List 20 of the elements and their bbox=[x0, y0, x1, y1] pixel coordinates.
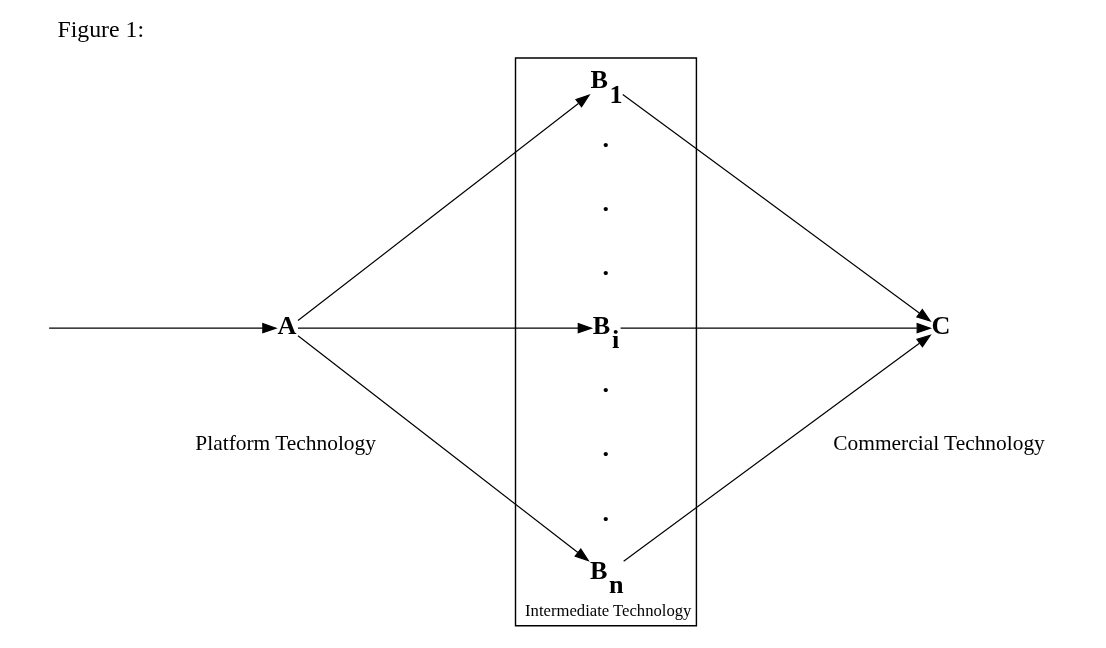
label: Commercial Technology bbox=[833, 431, 1045, 456]
arrow bbox=[623, 334, 932, 562]
label: . bbox=[602, 433, 609, 463]
cluster bbox=[514, 57, 698, 627]
arrow bbox=[297, 94, 591, 322]
arrow bbox=[622, 93, 932, 323]
arrow bbox=[48, 322, 278, 334]
diagram-title: Figure 1: bbox=[57, 15, 145, 42]
label: . bbox=[602, 123, 609, 153]
label: Platform Technology bbox=[195, 431, 376, 456]
arrow bbox=[297, 335, 590, 562]
label: . bbox=[602, 252, 609, 282]
label: . bbox=[602, 497, 609, 527]
label: . bbox=[602, 188, 609, 218]
label: . bbox=[602, 368, 609, 398]
node-text: C bbox=[931, 310, 951, 340]
node-label: Intermediate Technology bbox=[525, 601, 692, 621]
arrow bbox=[620, 322, 933, 334]
arrow bbox=[297, 322, 594, 334]
node-text: A bbox=[277, 310, 297, 340]
